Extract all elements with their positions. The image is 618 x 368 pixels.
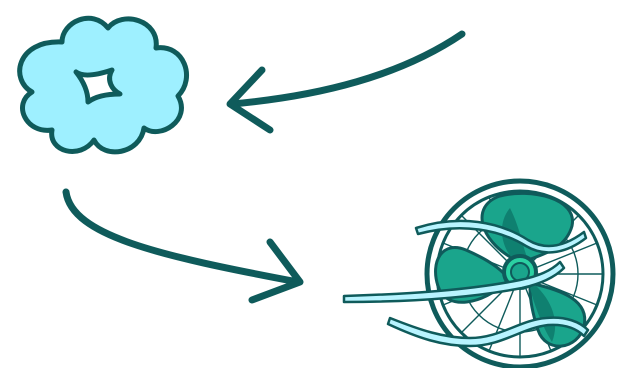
arrow-into-cloud bbox=[230, 34, 462, 130]
arrow-cloud-to-fan-shaft bbox=[66, 192, 298, 282]
arrow-into-cloud-shaft bbox=[232, 34, 462, 104]
cloud-icon bbox=[20, 18, 187, 152]
arrow-cloud-to-fan bbox=[66, 192, 300, 300]
